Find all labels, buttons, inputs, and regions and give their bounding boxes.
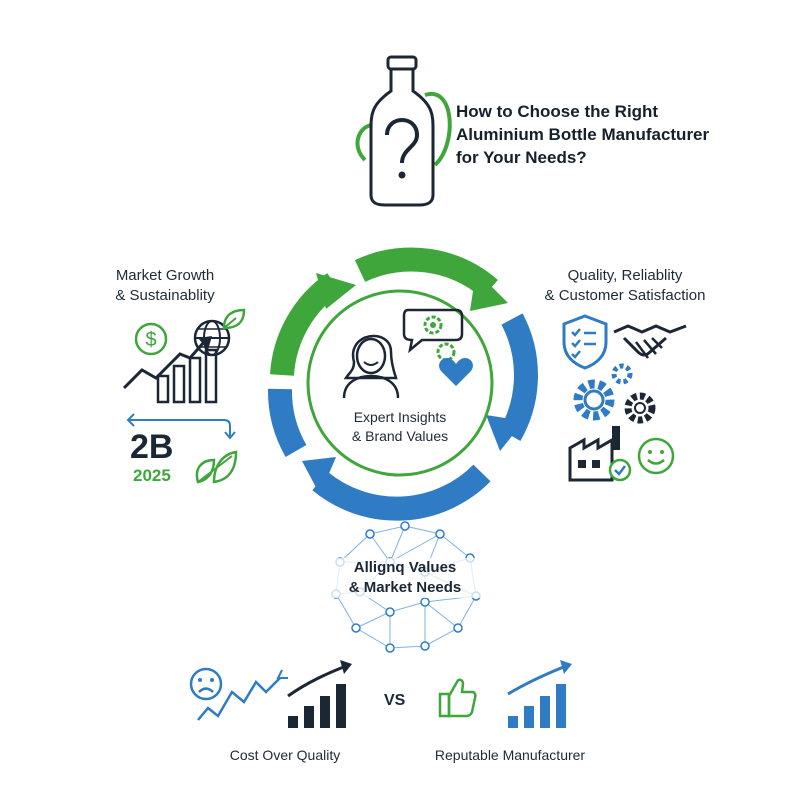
network-line-2: & Market Needs	[348, 579, 462, 596]
heart-icon	[436, 342, 473, 386]
volatile-trend-icon	[197, 669, 288, 721]
gears-icon	[573, 363, 656, 424]
quality-line-2: & Customer Satisfaction	[544, 287, 706, 304]
title-line-1: How to Choose the Right	[456, 102, 659, 121]
speech-gear-icon	[402, 308, 464, 354]
page-title: How to Choose the Right Aluminium Bottle…	[456, 100, 756, 169]
bar-chart-blue-icon	[507, 660, 572, 728]
bottle-question-icon	[355, 55, 452, 207]
growth-chart-icon	[122, 336, 218, 404]
leaves-icon	[195, 450, 238, 484]
market-year: 2025	[133, 466, 171, 485]
network-label: Allignq Values & Market Needs	[325, 558, 485, 598]
reputable-manufacturer-caption: Reputable Manufacturer	[434, 747, 586, 763]
market-growth-label: Market Growth & Sustainablity	[90, 266, 240, 306]
quality-line-1: Quality, Reliablity	[567, 267, 683, 284]
sad-face-icon	[189, 667, 223, 701]
leaf-icon	[222, 308, 246, 330]
bar-chart-dark-icon	[287, 660, 352, 728]
person-icon	[342, 334, 400, 399]
dollar-icon: $	[134, 322, 168, 356]
center-label-line-1: Expert Insights	[353, 409, 447, 425]
handshake-icon	[613, 324, 687, 359]
center-label-line-2: & Brand Values	[351, 428, 449, 444]
thumbs-up-icon	[438, 678, 477, 718]
double-arrow-icon	[126, 413, 236, 440]
network-line-1: Allignq Values	[353, 559, 457, 576]
svg-text:$: $	[145, 329, 156, 351]
shield-check-icon	[562, 314, 608, 370]
cost-over-quality-caption: Cost Over Quality	[229, 747, 341, 763]
market-growth-line-1: Market Growth	[115, 267, 215, 284]
cycle-arrows	[268, 247, 538, 521]
title-line-3: for Your Needs?	[456, 148, 587, 167]
smiley-icon	[637, 437, 675, 475]
quality-label: Quality, Reliablity & Customer Satisfact…	[540, 266, 710, 306]
market-growth-line-2: & Sustainablity	[115, 287, 215, 304]
market-value: 2B	[130, 428, 174, 466]
title-line-2: Aluminium Bottle Manufacturer	[456, 125, 710, 144]
vs-label: VS	[384, 692, 406, 709]
center-label: Expert Insights & Brand Values	[330, 408, 470, 446]
factory-icon	[568, 426, 632, 482]
